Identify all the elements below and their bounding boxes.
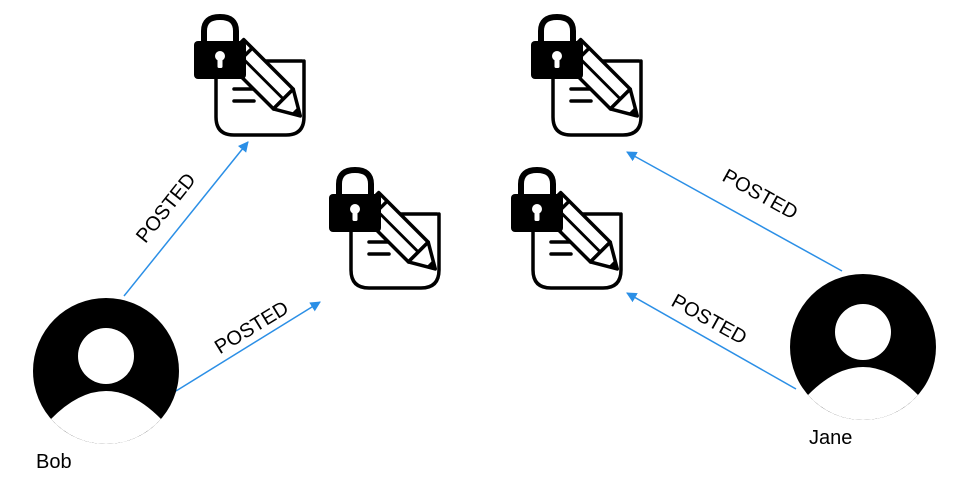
edge-label: POSTED xyxy=(132,169,200,247)
locked-note-icon xyxy=(531,17,647,135)
user-avatar-icon xyxy=(790,274,936,420)
person-jane: Jane xyxy=(790,274,936,449)
edge-jane-to-note-3: POSTED xyxy=(626,151,843,272)
person-name-bob: Bob xyxy=(36,451,72,473)
locked-note-icon xyxy=(329,170,445,288)
edge-bob-to-note-1: POSTED xyxy=(123,141,249,297)
person-name-jane: Jane xyxy=(809,427,852,449)
user-avatar-icon xyxy=(33,298,179,444)
edge-label: POSTED xyxy=(719,165,802,224)
edge-label: POSTED xyxy=(211,297,293,359)
edge-jane-to-note-4: POSTED xyxy=(626,290,797,390)
locked-note-icon xyxy=(511,170,627,288)
edge-label: POSTED xyxy=(668,290,751,349)
edge-bob-to-note-2: POSTED xyxy=(175,297,321,392)
person-bob: Bob xyxy=(33,298,179,473)
locked-note-icon xyxy=(194,17,310,135)
